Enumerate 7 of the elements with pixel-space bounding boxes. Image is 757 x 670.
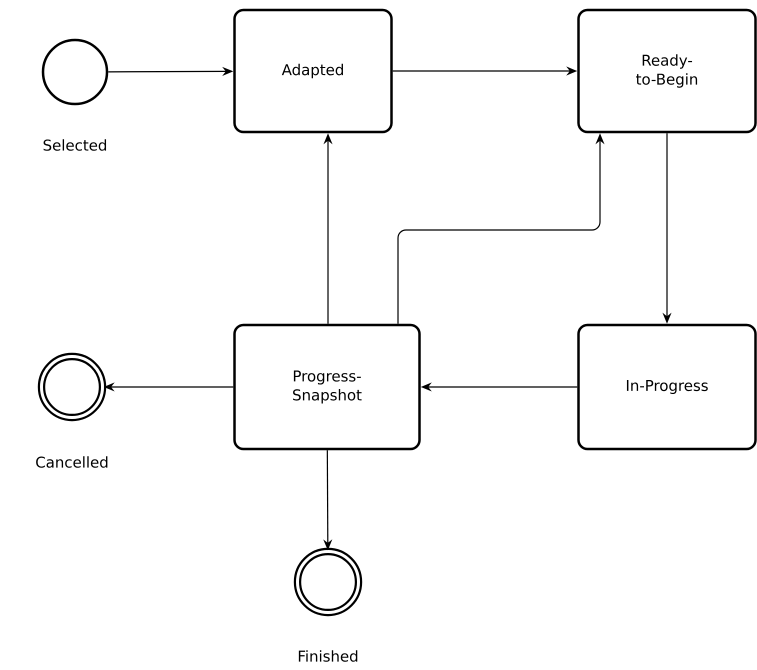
state-box: Progress-Snapshot: [233, 324, 421, 450]
state-box: Adapted: [233, 8, 393, 134]
state-box: Ready-to-Begin: [577, 8, 757, 134]
state-label: Selected: [44, 139, 106, 151]
state-box: In-Progress: [577, 324, 757, 450]
state-label: Cancelled: [36, 456, 108, 468]
state-label: Finished: [298, 650, 358, 662]
